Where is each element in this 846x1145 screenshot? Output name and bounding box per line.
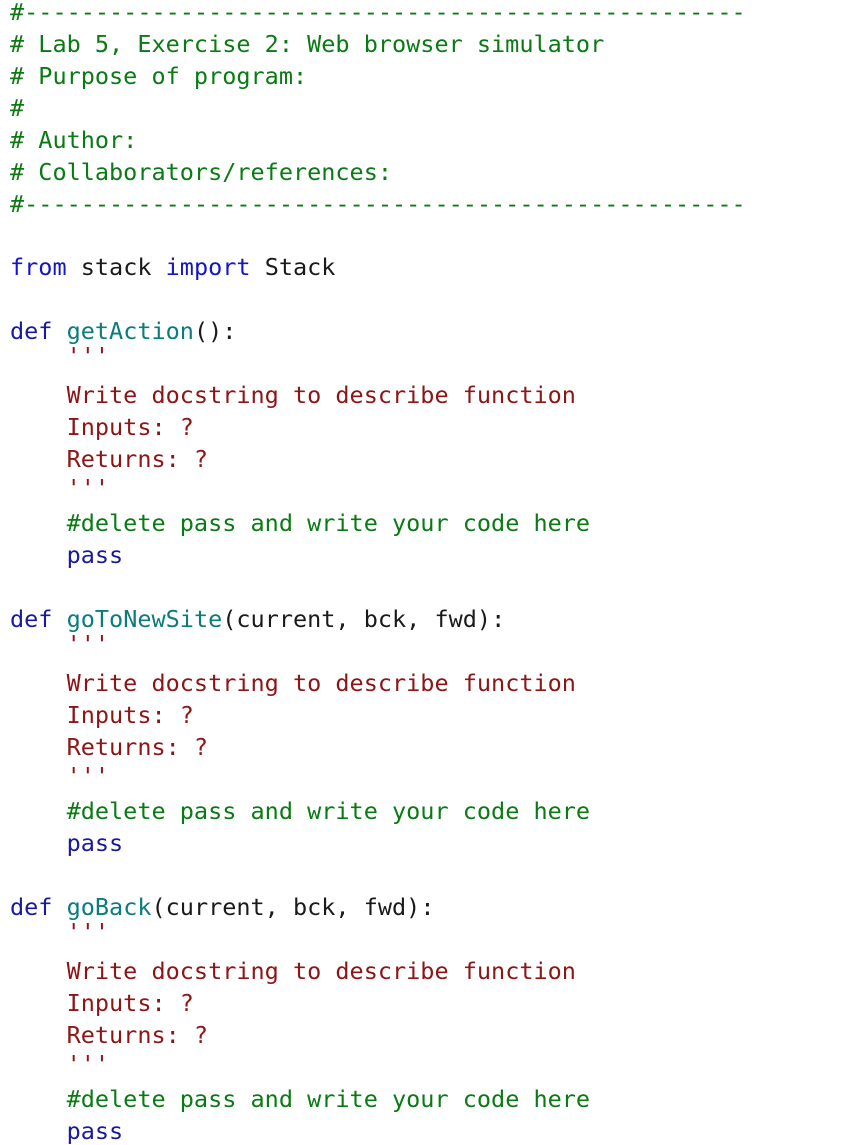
docstring-token: Returns: ? [66, 733, 209, 761]
comment-token: #---------------------------------------… [10, 190, 746, 218]
docstring-delimiter: ''' [66, 762, 110, 790]
docstring-delimiter: ''' [66, 1050, 110, 1078]
function-name-token: goBack [66, 893, 152, 921]
docstring-delimiter: ''' [66, 474, 110, 502]
code-line: ''' [10, 920, 109, 944]
docstring-delimiter: ''' [66, 630, 110, 658]
code-line: Inputs: ? [10, 703, 194, 727]
function-name-token: getAction [66, 317, 194, 345]
keyword-token: from [10, 253, 67, 281]
code-line: Write docstring to describe function [10, 959, 576, 983]
docstring-token: Write docstring to describe function [66, 669, 576, 697]
keyword-token: def [10, 605, 53, 633]
code-line: Inputs: ? [10, 991, 194, 1015]
signature-token: (current, bck, fwd): [151, 893, 435, 921]
comment-token: # Lab 5, Exercise 2: Web browser simulat… [10, 30, 605, 58]
docstring-token: Inputs: ? [66, 413, 194, 441]
comment-token: #delete pass and write your code here [66, 509, 591, 537]
code-line: Returns: ? [10, 1023, 208, 1047]
code-line: Write docstring to describe function [10, 671, 576, 695]
comment-token: # Author: [10, 126, 138, 154]
code-line: Returns: ? [10, 447, 208, 471]
keyword-token: def [10, 317, 53, 345]
code-line: ''' [10, 632, 109, 656]
code-line: #---------------------------------------… [10, 192, 746, 216]
comment-token: #delete pass and write your code here [66, 1085, 591, 1113]
code-line: Returns: ? [10, 735, 208, 759]
comment-token: # Purpose of program: [10, 62, 308, 90]
docstring-token: Inputs: ? [66, 989, 194, 1017]
docstring-delimiter: ''' [66, 342, 110, 370]
code-line: Write docstring to describe function [10, 383, 576, 407]
identifier-token: Stack [264, 253, 336, 281]
docstring-token: Write docstring to describe function [66, 381, 576, 409]
code-line: # Collaborators/references: [10, 160, 392, 184]
code-line: def goToNewSite(current, bck, fwd): [10, 607, 505, 631]
code-line: def getAction(): [10, 319, 236, 343]
function-name-token: goToNewSite [66, 605, 223, 633]
code-line: #delete pass and write your code here [10, 1087, 590, 1111]
keyword-token: def [10, 893, 53, 921]
code-line: #delete pass and write your code here [10, 511, 590, 535]
signature-token: (): [193, 317, 237, 345]
code-line: pass [10, 1117, 124, 1145]
keyword-token: pass [66, 541, 124, 569]
code-line: # Lab 5, Exercise 2: Web browser simulat… [10, 32, 604, 56]
comment-token: # Collaborators/references: [10, 158, 393, 186]
code-line: ''' [10, 476, 109, 500]
code-line: #---------------------------------------… [10, 0, 746, 24]
signature-token: (current, bck, fwd): [222, 605, 506, 633]
code-line: pass [10, 541, 124, 569]
comment-token: #delete pass and write your code here [66, 797, 591, 825]
code-line: Inputs: ? [10, 415, 194, 439]
docstring-delimiter: ''' [66, 918, 110, 946]
docstring-token: Write docstring to describe function [66, 957, 576, 985]
docstring-token: Returns: ? [66, 1021, 209, 1049]
code-line: # Purpose of program: [10, 64, 307, 88]
code-line: pass [10, 829, 124, 857]
code-line: ''' [10, 1052, 109, 1076]
comment-token: # [10, 94, 25, 122]
code-line: # Author: [10, 128, 137, 152]
docstring-token: Inputs: ? [66, 701, 194, 729]
keyword-token: import [165, 253, 251, 281]
keyword-token: pass [66, 829, 124, 857]
comment-token: #---------------------------------------… [10, 0, 746, 26]
identifier-token: stack [80, 253, 152, 281]
keyword-token: pass [66, 1117, 124, 1145]
code-line: ''' [10, 344, 109, 368]
code-line: from stack import Stack [10, 255, 335, 279]
docstring-token: Returns: ? [66, 445, 209, 473]
code-line: def goBack(current, bck, fwd): [10, 895, 434, 919]
code-line: ''' [10, 764, 109, 788]
code-line: #delete pass and write your code here [10, 799, 590, 823]
code-line: # [10, 96, 24, 120]
